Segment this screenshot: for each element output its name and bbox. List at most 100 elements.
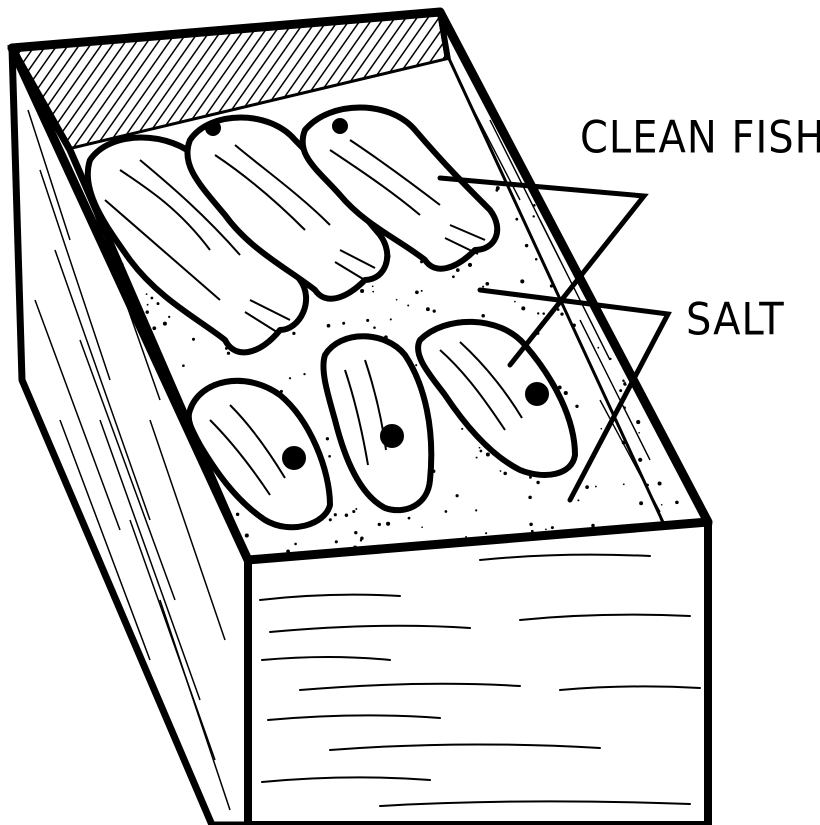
salt-grain xyxy=(485,532,487,534)
salt-grain xyxy=(480,450,483,453)
salt-grain xyxy=(640,272,644,276)
salt-grain xyxy=(461,428,463,430)
salt-grain xyxy=(294,543,297,546)
salt-grain xyxy=(536,481,539,484)
salt-grain xyxy=(503,472,507,476)
salt-grain xyxy=(638,458,642,462)
salt-grain xyxy=(328,455,331,458)
salt-grain xyxy=(476,457,478,459)
salt-grain xyxy=(575,405,578,408)
salt-grain xyxy=(623,483,625,485)
salt-grain xyxy=(152,326,156,330)
salt-grain xyxy=(617,280,619,282)
salt-grain xyxy=(603,261,605,263)
salt-grain xyxy=(639,501,643,505)
salt-grain xyxy=(547,203,549,205)
salt-grain xyxy=(619,218,622,221)
salt-grain xyxy=(638,432,640,434)
salt-grain xyxy=(168,316,170,318)
salt-grain xyxy=(326,437,329,440)
salt-grain xyxy=(485,282,489,286)
salt-grain xyxy=(664,247,666,249)
salt-grain xyxy=(660,518,662,520)
salt-grain xyxy=(345,514,348,517)
salt-grain xyxy=(597,347,599,349)
salt-grain xyxy=(545,528,547,530)
salt-grain xyxy=(655,375,657,377)
salt-grain xyxy=(236,513,239,516)
salt-grain xyxy=(529,523,532,526)
salt-grain xyxy=(675,501,679,505)
salt-grain xyxy=(520,279,524,283)
salt-grain xyxy=(514,301,516,303)
salt-grain xyxy=(662,210,666,214)
salt-grain xyxy=(537,312,539,314)
salt-grain xyxy=(192,338,195,341)
salt-grain xyxy=(456,494,459,497)
salt-grain xyxy=(182,364,185,367)
salt-grain xyxy=(245,533,249,537)
salt-grain xyxy=(655,347,657,349)
salt-grain xyxy=(535,258,538,261)
salt-grain xyxy=(636,324,640,328)
salt-grain xyxy=(572,323,576,327)
salt-grain xyxy=(656,267,660,271)
salt-grain xyxy=(445,510,448,513)
salt-grain xyxy=(648,293,652,297)
salt-grain xyxy=(396,299,398,301)
salt-grain xyxy=(564,391,568,395)
salt-grain xyxy=(342,322,345,325)
salt-grain xyxy=(673,429,675,431)
salt-grain xyxy=(591,524,595,528)
salt-grain xyxy=(408,517,411,520)
salt-grain xyxy=(421,290,423,292)
salt-grain xyxy=(452,275,455,278)
salt-grain xyxy=(407,305,409,307)
salt-grain xyxy=(355,508,357,510)
salt-grain xyxy=(360,539,362,541)
salt-grain xyxy=(550,284,553,287)
salt-grain xyxy=(612,310,614,312)
salt-grain xyxy=(532,215,534,217)
salt-grain xyxy=(600,428,602,430)
box-front-face xyxy=(248,522,708,825)
salt-grain xyxy=(515,218,518,221)
salt-grain xyxy=(366,319,369,322)
salt-grain xyxy=(579,248,581,250)
salt-grain xyxy=(636,420,640,424)
salt-grain xyxy=(372,285,374,287)
salt-grain xyxy=(628,252,630,254)
salt-grain xyxy=(669,280,671,282)
salt-grain xyxy=(146,293,148,295)
salt-grain xyxy=(289,377,291,379)
salt-grain xyxy=(147,304,149,306)
salt-grain xyxy=(378,523,381,526)
salt-grain xyxy=(352,510,355,513)
salt-grain xyxy=(327,324,331,328)
salt-grain xyxy=(652,302,655,305)
salt-grain xyxy=(292,332,295,335)
salt-grain xyxy=(386,522,390,526)
salt-grain xyxy=(521,306,525,310)
salt-grain xyxy=(562,229,565,232)
salt-grain xyxy=(660,238,663,241)
salt-grain xyxy=(631,243,633,245)
salt-label: SALT xyxy=(686,294,785,346)
salt-grain xyxy=(415,364,417,366)
salt-grain xyxy=(670,348,672,350)
salt-grain xyxy=(468,263,472,267)
salt-grain xyxy=(656,410,658,412)
salt-grain xyxy=(623,253,627,257)
salt-grain xyxy=(619,389,622,392)
salt-grain xyxy=(649,179,651,181)
salt-grain xyxy=(577,499,579,501)
salt-grain xyxy=(335,540,338,543)
salt-grain xyxy=(542,312,545,315)
salt-grain xyxy=(163,322,167,326)
salt-grain xyxy=(303,373,305,375)
clean-fish-label: CLEAN FISH xyxy=(580,112,820,164)
salt-grain xyxy=(671,360,675,364)
salt-grain xyxy=(486,453,490,457)
salt-grain xyxy=(354,531,357,534)
salt-grain xyxy=(672,420,676,424)
